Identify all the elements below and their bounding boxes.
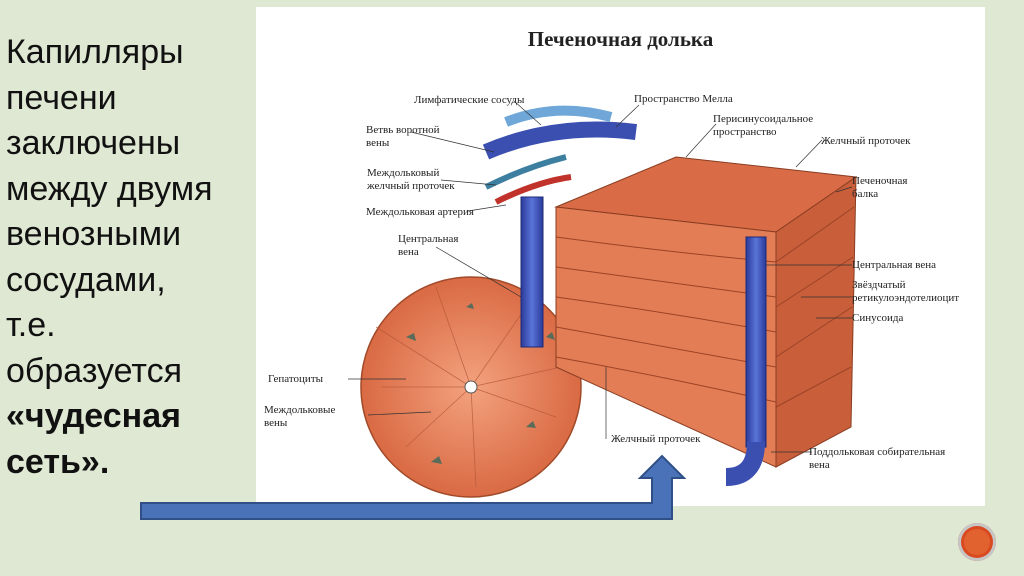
label-interlobular-duct-2: желчный проточек [367,180,455,192]
label-central-vein-right: Центральная вена [852,259,936,271]
text-line: печени [6,78,117,117]
label-interlobular-duct: Междольковый [367,167,440,179]
bold-text-line: «чудесная [6,397,181,435]
label-hepatic-beam-2: балка [852,188,879,200]
sublobular-vein [725,441,765,486]
text-line: Капилляры [6,33,184,71]
label-bile-ductule-right: Желчный проточек [821,135,911,147]
label-perisinusoidal: Перисинусоидальное [713,113,814,125]
text-line: между двумя [6,169,213,208]
liver-lobule-illustration [348,100,858,498]
text-line: т.е. [6,306,56,344]
figure-title: Печеночная долька [527,27,714,51]
label-interlobular-veins-2: вены [264,417,288,429]
lobule-block-side [775,176,857,468]
leader-lines [348,100,853,453]
label-stellate-cell-2: ретикулоэндотелиоцит [852,292,960,304]
label-bile-ductule-bottom: Желчный проточек [611,433,701,445]
lymphatic-vessel [504,105,613,127]
label-space-mall: Пространство Мелла [634,93,733,105]
label-sinusoid: Синусоида [852,312,904,324]
label-interlobular-veins: Междольковые [264,404,336,416]
next-slide-button[interactable] [958,523,996,561]
label-portal-vein-2: вены [366,137,390,149]
label-lymphatic: Лимфатические сосуды [414,94,525,106]
portal-vein-branch [482,121,637,160]
interlobular-veins [406,303,555,464]
label-central-vein-2: вена [398,246,419,258]
central-vein-section [464,380,478,394]
bold-text-line: сеть». [6,442,110,481]
label-central-vein: Центральная [398,233,459,245]
text-line: сосудами, [6,260,166,299]
text-line: образуется [6,351,183,390]
liver-lobule-figure: Печеночная долька [256,7,985,506]
label-perisinusoidal-2: пространство [713,126,777,138]
text-line: венозными [6,215,182,253]
text-line: заключены [6,124,181,162]
label-stellate-cell: Звёздчатый [852,279,906,291]
label-interlobular-artery: Междольковая артерия [366,206,474,218]
slide-text: Капилляры печени заключены между двумя в… [6,30,251,485]
label-portal-vein: Ветвь воротной [366,124,440,136]
label-hepatic-beam: Печеночная [852,175,908,187]
portal-vein-tube [520,196,544,348]
label-hepatocytes: Гепатоциты [268,373,324,385]
label-sublobular-vein-2: вена [809,459,830,471]
label-sublobular-vein: Поддольковая собирательная [809,446,946,458]
bile-duct [484,154,567,190]
interlobular-artery [494,174,572,205]
